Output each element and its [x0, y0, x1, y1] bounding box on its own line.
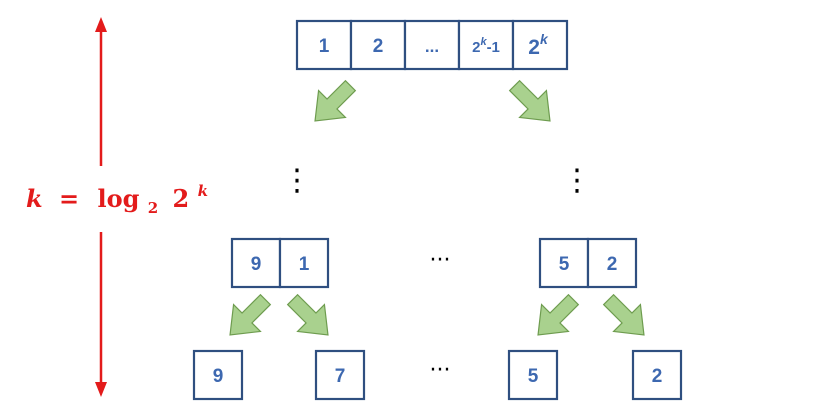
leaf-value-1: 9	[213, 366, 224, 387]
formula-log-arg: 2	[173, 184, 190, 213]
top-array-cell-5	[511, 19, 569, 71]
formula-variable: k	[26, 184, 43, 213]
mid-left-pair: 9 1	[230, 237, 330, 289]
top-array-value-2: 2	[373, 36, 384, 57]
middle-horizontal-ellipsis: ···	[430, 248, 451, 273]
top-array-value-5-superscript: k	[540, 31, 549, 47]
mid-left-arrow-to-leaf-2	[278, 285, 343, 350]
formula-equals: =	[59, 184, 79, 213]
bottom-leaves: 9 7 5 2	[192, 349, 683, 401]
mid-left-cell-2	[278, 237, 330, 289]
right-vertical-ellipsis: ⋮	[562, 163, 592, 198]
mid-left-arrow-to-leaf-1	[215, 285, 280, 350]
mid-left-value-2: 1	[299, 254, 310, 275]
height-arrow-top-head	[95, 17, 107, 32]
mid-right-value-1: 5	[559, 254, 570, 275]
top-array-value-4: 2k-1	[472, 36, 500, 56]
top-left-down-arrow	[300, 71, 365, 136]
top-array-value-4-suffix: -1	[487, 39, 500, 56]
formula-log: log	[97, 184, 139, 213]
formula-log-base: 2	[148, 199, 158, 217]
leaf-value-4: 2	[652, 366, 663, 387]
top-array-value-4-base: 2	[472, 39, 480, 56]
leaf-value-3: 5	[528, 366, 539, 387]
top-array-value-5: 2k	[528, 31, 549, 59]
leaf-box-2	[314, 349, 366, 401]
mid-right-arrow-to-leaf-4	[594, 285, 659, 350]
height-arrow	[95, 17, 107, 397]
mid-right-value-2: 2	[607, 254, 618, 275]
leaf-box-4	[631, 349, 683, 401]
top-array-cell-2	[349, 19, 407, 71]
left-vertical-ellipsis: ⋮	[282, 163, 312, 198]
mid-right-arrow-to-leaf-3	[523, 285, 588, 350]
leaf-box-3	[507, 349, 559, 401]
top-array-value-4-superscript: k	[480, 36, 487, 48]
mid-right-pair: 5 2	[538, 237, 638, 289]
top-array-value-5-base: 2	[528, 36, 540, 59]
top-array-cell-3	[403, 19, 461, 71]
height-arrow-bottom-head	[95, 382, 107, 397]
formula-arg-superscript: k	[198, 182, 208, 200]
leaf-box-1	[192, 349, 244, 401]
top-array: 1 2 ... 2k-1 2k	[295, 19, 569, 71]
mid-right-cell-2	[586, 237, 638, 289]
top-array-value-1: 1	[319, 36, 330, 57]
leaf-value-2: 7	[335, 366, 346, 387]
mid-left-value-1: 9	[251, 254, 262, 275]
top-right-down-arrow	[500, 71, 565, 136]
top-array-cell-4	[457, 19, 515, 71]
top-array-cell-1	[295, 19, 353, 71]
top-array-value-3: ...	[425, 37, 439, 56]
height-formula: k = log 2 2 k	[26, 182, 208, 219]
bottom-horizontal-ellipsis: ···	[430, 358, 451, 383]
